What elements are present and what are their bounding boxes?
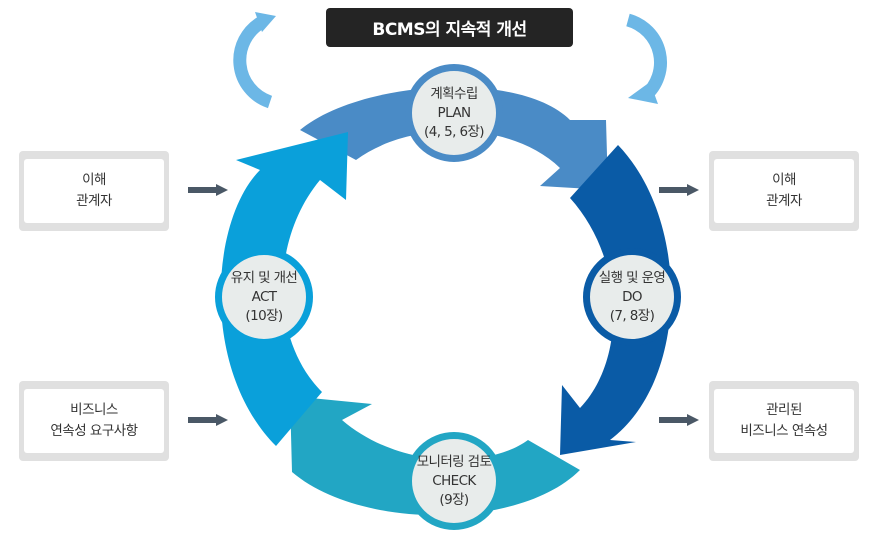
phase-code: PLAN xyxy=(437,104,472,121)
box-line: 비즈니스 연속성 xyxy=(740,423,828,439)
phase-node-plan: 계획수립 PLAN (4, 5, 6장) xyxy=(405,64,503,162)
loop-arrow-left-icon xyxy=(233,12,276,109)
phase-node-act: 유지 및 개선 ACT (10장) xyxy=(215,248,313,346)
phase-label: 계획수립 xyxy=(430,85,478,102)
phase-code: ACT xyxy=(251,288,277,305)
act-arrow-segment xyxy=(220,132,348,446)
output-box-managed-continuity: 관리된 비즈니스 연속성 xyxy=(709,381,859,461)
phase-label: 실행 및 운영 xyxy=(598,269,666,286)
check-arrow-segment xyxy=(290,396,580,516)
arrow-right-icon xyxy=(188,184,228,196)
phase-chapters: (7, 8장) xyxy=(609,307,655,324)
arrow-right-icon xyxy=(659,414,699,426)
box-line: 연속성 요구사항 xyxy=(50,423,138,439)
arrow-right-icon xyxy=(659,184,699,196)
phase-label: 유지 및 개선 xyxy=(230,269,298,286)
output-box-interested-parties: 이해 관계자 xyxy=(709,151,859,231)
phase-code: CHECK xyxy=(432,472,476,489)
phase-label: 모니터링 검토 xyxy=(416,453,492,470)
input-box-interested-parties: 이해 관계자 xyxy=(19,151,169,231)
diagram-title: BCMS의 지속적 개선 xyxy=(326,8,573,47)
phase-node-check: 모니터링 검토 CHECK (9장) xyxy=(405,432,503,530)
box-line: 관계자 xyxy=(76,193,112,209)
arrow-right-icon xyxy=(188,414,228,426)
phase-code: DO xyxy=(622,288,642,305)
phase-chapters: (4, 5, 6장) xyxy=(424,123,484,140)
box-line: 비즈니스 xyxy=(70,402,118,418)
phase-chapters: (9장) xyxy=(439,491,469,508)
box-line: 관계자 xyxy=(766,193,802,209)
box-line: 관리된 xyxy=(766,402,802,418)
box-line: 이해 xyxy=(772,172,796,188)
phase-node-do: 실행 및 운영 DO (7, 8장) xyxy=(583,248,681,346)
plan-arrow-segment xyxy=(300,87,608,190)
input-box-requirements: 비즈니스 연속성 요구사항 xyxy=(19,381,169,461)
box-line: 이해 xyxy=(82,172,106,188)
phase-chapters: (10장) xyxy=(245,307,283,324)
loop-arrow-right-icon xyxy=(626,13,667,104)
